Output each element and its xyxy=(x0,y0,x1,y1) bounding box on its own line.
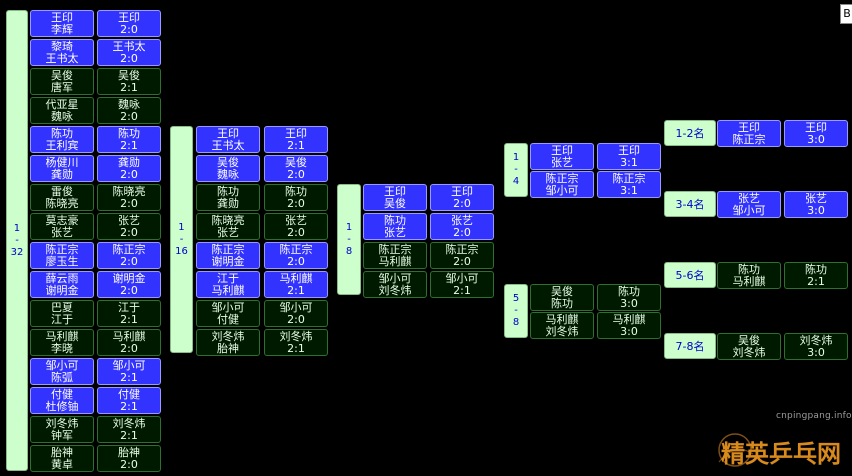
watermark-logo-text: 精英乒乓网 xyxy=(721,440,841,468)
r32-match-14-pair[interactable]: 付健杜修铀 xyxy=(30,387,94,414)
round-label-1-8: 1 - 8 xyxy=(337,184,361,295)
r16-match-3-pair[interactable]: 陈功龚勋 xyxy=(196,184,260,211)
round-label-5-8: 5 - 8 xyxy=(504,284,528,338)
r32-match-7-pair[interactable]: 雷俊陈晓亮 xyxy=(30,184,94,211)
r16-match-7-pair[interactable]: 邹小可付健 xyxy=(196,300,260,327)
r58-match-2-pair[interactable]: 马利麒刘冬炜 xyxy=(530,312,594,339)
r32-match-12-pair[interactable]: 马利麒李晓 xyxy=(30,329,94,356)
watermark-url: cnpingpang.info xyxy=(776,411,852,421)
r32-match-2-pair[interactable]: 黎琦王书太 xyxy=(30,39,94,66)
r16-match-1-pair[interactable]: 王印王书太 xyxy=(196,126,260,153)
r32-match-16-pair[interactable]: 胎神黄卓 xyxy=(30,445,94,472)
r32-match-13-pair[interactable]: 邹小可陈弧 xyxy=(30,358,94,385)
r16-match-8-pair[interactable]: 刘冬炜胎神 xyxy=(196,329,260,356)
r32-match-8-pair[interactable]: 莫志豪张艺 xyxy=(30,213,94,240)
r32-match-10-pair[interactable]: 薛云雨谢明金 xyxy=(30,271,94,298)
watermark-logo: 精英乒乓网 xyxy=(718,433,841,468)
corner-button[interactable]: B xyxy=(840,4,852,24)
r32-match-4-pair[interactable]: 代亚星魏咏 xyxy=(30,97,94,124)
final-3-4-pair[interactable]: 张艺邹小可 xyxy=(717,191,781,218)
final-7-8-pair[interactable]: 吴俊刘冬炜 xyxy=(717,333,781,360)
r4-match-1-pair[interactable]: 王印张艺 xyxy=(530,143,594,170)
r32-match-11-pair[interactable]: 巴夏江于 xyxy=(30,300,94,327)
r32-match-9-pair[interactable]: 陈正宗廖玉生 xyxy=(30,242,94,269)
r16-match-6-pair[interactable]: 江于马利麒 xyxy=(196,271,260,298)
r32-match-3-pair[interactable]: 吴俊唐军 xyxy=(30,68,94,95)
round-label-1-4: 1 - 4 xyxy=(504,143,528,197)
final-5-6-pair[interactable]: 陈功马利麒 xyxy=(717,262,781,289)
r32-match-6-pair[interactable]: 杨健川龚勋 xyxy=(30,155,94,182)
final-1-2-pair[interactable]: 王印陈正宗 xyxy=(717,120,781,147)
round-label-1-16: 1 - 16 xyxy=(170,126,193,353)
r58-match-1-pair[interactable]: 吴俊陈功 xyxy=(530,284,594,311)
r8-match-2-pair[interactable]: 陈功张艺 xyxy=(363,213,427,240)
r8-match-3-pair[interactable]: 陈正宗马利麒 xyxy=(363,242,427,269)
r32-match-1-pair[interactable]: 王印李辉 xyxy=(30,10,94,37)
r16-match-2-pair[interactable]: 吴俊魏咏 xyxy=(196,155,260,182)
r4-match-2-pair[interactable]: 陈正宗邹小可 xyxy=(530,171,594,198)
r8-match-1-pair[interactable]: 王印吴俊 xyxy=(363,184,427,211)
r16-match-5-pair[interactable]: 陈正宗谢明金 xyxy=(196,242,260,269)
round-label-1-32: 1 - 32 xyxy=(6,10,28,471)
r8-match-4-pair[interactable]: 邹小可刘冬炜 xyxy=(363,271,427,298)
placement-label-5-6: 5-6名 xyxy=(664,262,716,288)
r16-match-4-pair[interactable]: 陈晓亮张艺 xyxy=(196,213,260,240)
placement-label-3-4: 3-4名 xyxy=(664,191,716,217)
r32-match-15-pair[interactable]: 刘冬炜钟军 xyxy=(30,416,94,443)
r32-match-5-pair[interactable]: 陈功王利宾 xyxy=(30,126,94,153)
placement-label-1-2: 1-2名 xyxy=(664,120,716,146)
placement-label-7-8: 7-8名 xyxy=(664,333,716,359)
